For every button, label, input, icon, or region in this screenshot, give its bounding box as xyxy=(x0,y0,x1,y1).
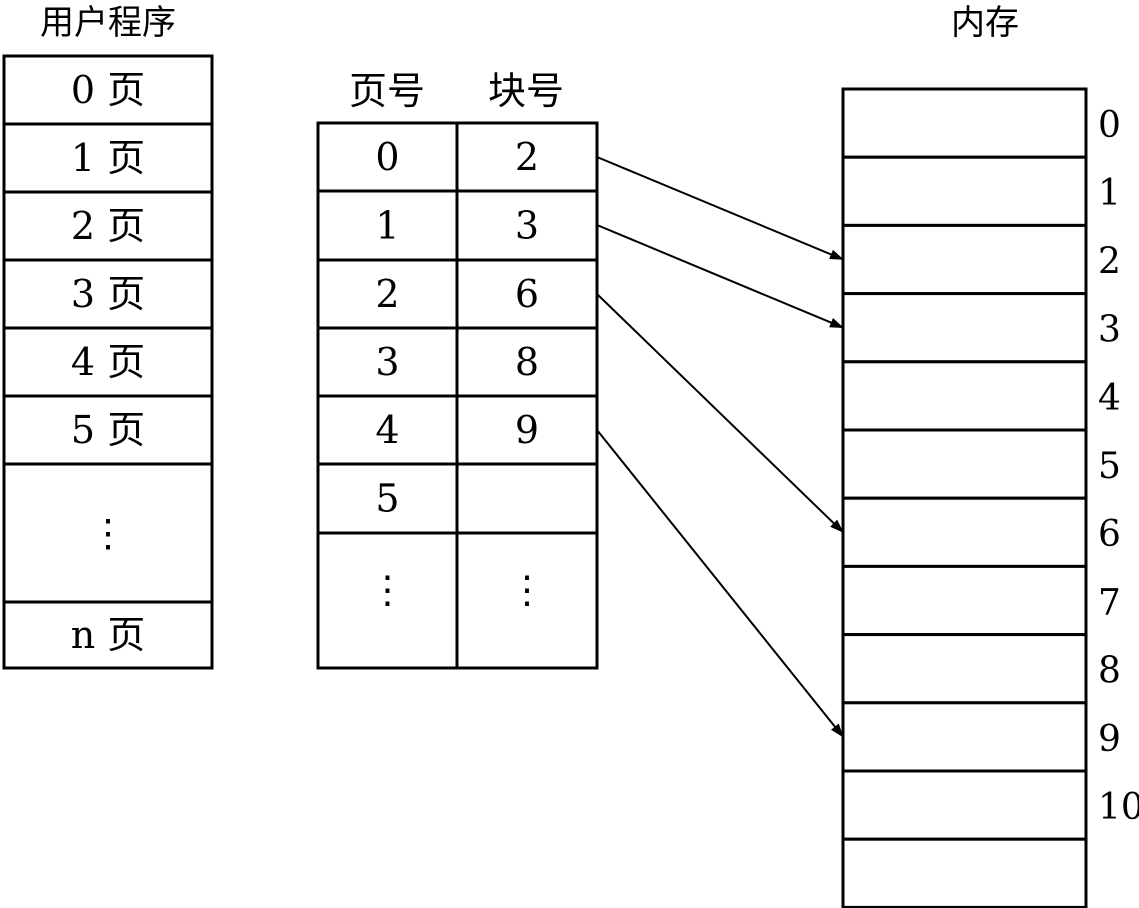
memory-block-index: 3 xyxy=(1098,310,1121,351)
memory-block-index: 9 xyxy=(1098,719,1121,760)
memory-title: 内存 xyxy=(951,3,1019,43)
memory-block-index: 6 xyxy=(1098,514,1121,555)
memory-block-index: 0 xyxy=(1098,105,1121,146)
user-program-column: 0 页 1 页 2 页 3 页 4 页 5 页 ⋮ n 页 xyxy=(2,54,214,670)
page-table: 0 2 1 3 2 6 3 8 4 9 5 ⋮ ⋮ xyxy=(316,121,599,670)
page-table-header-page: 页号 xyxy=(349,69,425,113)
page-number-cell: ⋮ xyxy=(369,568,407,612)
user-page-label: 2 页 xyxy=(71,204,145,248)
page-number-cell: 4 xyxy=(375,408,399,452)
block-number-cell: 2 xyxy=(515,135,539,179)
user-page-cell xyxy=(2,54,214,126)
memory-block xyxy=(841,428,1088,500)
user-page-cell xyxy=(2,394,214,466)
user-page-label: 1 页 xyxy=(71,136,145,180)
memory-block-index: 10 xyxy=(1098,787,1139,828)
memory-block-index: 8 xyxy=(1098,651,1121,692)
user-page-cell xyxy=(2,258,214,330)
user-page-label: n 页 xyxy=(71,613,146,657)
memory-block xyxy=(841,837,1088,908)
user-page-label: 4 页 xyxy=(71,340,145,384)
memory-block xyxy=(841,155,1088,227)
mapping-arrow xyxy=(596,429,844,738)
memory-block xyxy=(841,564,1088,637)
memory-block xyxy=(841,496,1088,568)
user-page-cell xyxy=(2,122,214,194)
memory-block xyxy=(841,769,1088,841)
mapping-arrow xyxy=(596,224,844,329)
memory-block xyxy=(841,292,1088,364)
memory-block-index: 4 xyxy=(1098,378,1121,419)
memory-block-index: 5 xyxy=(1098,446,1121,487)
page-number-cell: 3 xyxy=(375,340,399,384)
memory-block xyxy=(841,633,1088,705)
page-table-header-block: 块号 xyxy=(488,69,564,113)
user-page-label: 3 页 xyxy=(71,272,145,316)
mapping-arrow xyxy=(596,156,844,261)
block-number-cell: 6 xyxy=(515,272,539,316)
block-number-cell: 3 xyxy=(515,204,539,248)
user-page-label: 5 页 xyxy=(71,408,145,452)
memory-block-index: 2 xyxy=(1098,241,1121,282)
memory-block-index: 7 xyxy=(1098,582,1121,623)
user-page-label: 0 页 xyxy=(71,68,145,112)
memory-block xyxy=(841,701,1088,773)
memory-block xyxy=(841,223,1088,296)
block-number-cell: ⋮ xyxy=(508,568,546,612)
page-number-cell: 5 xyxy=(375,477,399,521)
block-number-cell: 8 xyxy=(515,340,539,384)
page-number-cell: 2 xyxy=(375,272,399,316)
block-number-cell: 9 xyxy=(515,408,539,452)
memory-block xyxy=(841,360,1088,432)
page-number-cell: 0 xyxy=(375,135,399,179)
mapping-arrows xyxy=(596,156,844,738)
page-number-cell: 1 xyxy=(375,204,399,248)
memory-block-index: 1 xyxy=(1098,173,1121,214)
user-program-title: 用户程序 xyxy=(40,3,176,43)
memory-column: 0 1 2 3 4 5 6 7 8 9 10 xyxy=(841,87,1139,908)
user-page-label: ⋮ xyxy=(89,511,127,555)
memory-block xyxy=(841,87,1088,159)
user-page-cell xyxy=(2,600,214,670)
mapping-arrow xyxy=(596,293,844,533)
